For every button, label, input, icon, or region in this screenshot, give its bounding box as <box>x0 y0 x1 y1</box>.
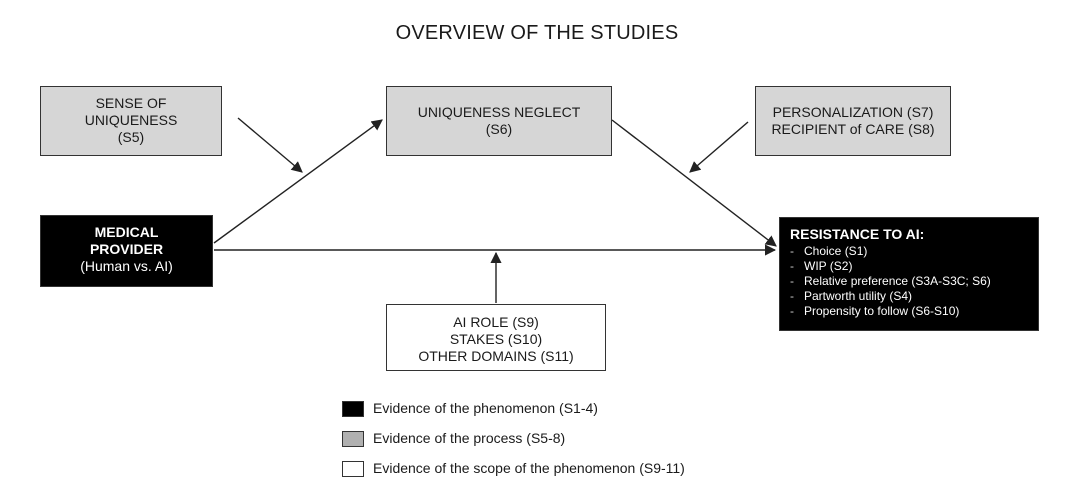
list-item: -Propensity to follow (S6-S10) <box>790 304 1038 319</box>
sense-line-1: SENSE OF <box>95 95 167 111</box>
neglect-line-1: UNIQUENESS NEGLECT <box>417 104 581 120</box>
legend-swatch-black <box>342 401 364 418</box>
sense-of-uniqueness-box: SENSE OF UNIQUENESS (S5) <box>40 86 222 156</box>
arrow-sense-moderation <box>237 117 303 173</box>
personalization-box: PERSONALIZATION (S7) RECIPIENT of CARE (… <box>755 86 951 156</box>
legend-swatch-white <box>342 461 364 478</box>
bullet-mark: - <box>790 304 794 318</box>
legend-item-phenomenon: Evidence of the phenomenon (S1-4) <box>342 399 598 418</box>
bullet-mark: - <box>790 259 794 273</box>
scope-line-2: STAKES (S10) <box>449 331 543 347</box>
list-item: -Partworth utility (S4) <box>790 289 1038 304</box>
list-item: -Choice (S1) <box>790 244 1038 259</box>
sense-line-3: (S5) <box>117 129 145 145</box>
arrow-provider-to-neglect <box>213 119 383 244</box>
diagram-title: OVERVIEW OF THE STUDIES <box>395 22 679 44</box>
bullet-mark: - <box>790 289 794 303</box>
legend-label: Evidence of the process (S5-8) <box>373 430 566 446</box>
arrow-neglect-to-resistance <box>611 119 777 247</box>
resistance-list: -Choice (S1) -WIP (S2) -Relative prefere… <box>790 244 1038 319</box>
resistance-item: WIP (S2) <box>804 259 853 273</box>
legend-label: Evidence of the phenomenon (S1-4) <box>373 400 598 416</box>
bullet-mark: - <box>790 274 794 288</box>
personalization-line-1: PERSONALIZATION (S7) <box>772 104 934 120</box>
medical-provider-box: MEDICAL PROVIDER (Human vs. AI) <box>40 215 213 287</box>
bullet-mark: - <box>790 244 794 258</box>
scope-line-3: OTHER DOMAINS (S11) <box>418 348 574 364</box>
scope-line-1: AI ROLE (S9) <box>453 314 539 330</box>
legend-swatch-gray <box>342 431 364 448</box>
neglect-line-2: (S6) <box>485 121 513 137</box>
resistance-to-ai-box: RESISTANCE TO AI: -Choice (S1) -WIP (S2)… <box>779 217 1039 331</box>
medical-line-2: PROVIDER <box>89 241 164 257</box>
medical-sub: (Human vs. AI) <box>80 258 173 274</box>
resistance-title: RESISTANCE TO AI: <box>790 226 925 242</box>
legend-item-scope: Evidence of the scope of the phenomenon … <box>342 459 685 478</box>
resistance-item: Partworth utility (S4) <box>804 289 913 303</box>
uniqueness-neglect-box: UNIQUENESS NEGLECT (S6) <box>386 86 612 156</box>
list-item: -Relative preference (S3A-S3C; S6) <box>790 274 1038 289</box>
medical-line-1: MEDICAL <box>94 224 159 240</box>
scope-box: AI ROLE (S9) STAKES (S10) OTHER DOMAINS … <box>386 304 606 371</box>
legend-label: Evidence of the scope of the phenomenon … <box>373 460 685 476</box>
resistance-item: Choice (S1) <box>804 244 868 258</box>
legend-item-process: Evidence of the process (S5-8) <box>342 429 566 448</box>
resistance-item: Relative preference (S3A-S3C; S6) <box>804 274 991 288</box>
arrow-personalization-moderation <box>689 121 749 173</box>
list-item: -WIP (S2) <box>790 259 1038 274</box>
personalization-line-2: RECIPIENT of CARE (S8) <box>771 121 935 137</box>
sense-line-2: UNIQUENESS <box>84 112 178 128</box>
resistance-item: Propensity to follow (S6-S10) <box>804 304 960 318</box>
